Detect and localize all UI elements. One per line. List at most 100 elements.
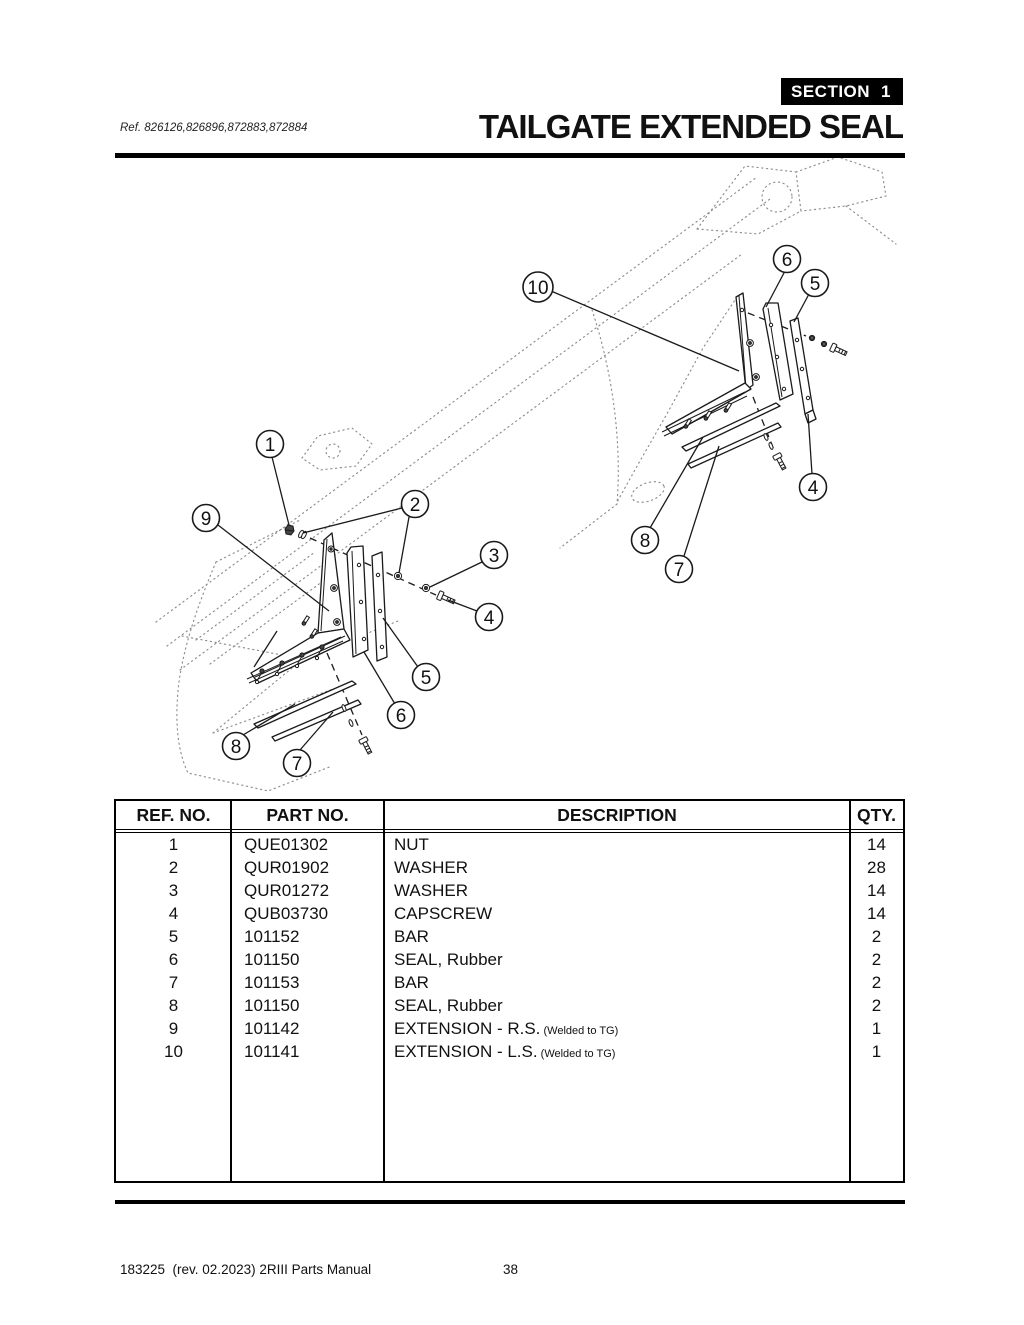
svg-text:6: 6 <box>396 706 407 727</box>
footer-page-number: 38 <box>503 1262 519 1277</box>
description-cell: NUT <box>394 835 429 854</box>
table-column-divider <box>383 801 385 1181</box>
column-header: DESCRIPTION <box>557 804 677 825</box>
callout-7-left: 7 <box>282 748 312 778</box>
bar-5-left <box>371 551 388 662</box>
footer-manual-info: 183225 (rev. 02.2023) 2RIII Parts Manual <box>120 1262 372 1277</box>
seal-strip-8-right <box>681 402 781 452</box>
description-note: (Welded to TG) <box>540 1025 619 1037</box>
bolt-glyph <box>683 418 693 429</box>
seal-bar-6-right <box>762 302 794 401</box>
bolt-glyph <box>254 668 265 685</box>
part-no-cell: 101150 <box>244 950 300 969</box>
qty-cell: 1 <box>871 1042 882 1061</box>
bolt-glyph <box>314 644 325 661</box>
table-column-divider <box>230 801 232 1181</box>
description-cell: BAR <box>394 973 429 992</box>
qty-cell: 2 <box>871 996 882 1015</box>
svg-text:5: 5 <box>810 274 821 295</box>
column-header: QTY. <box>857 804 896 825</box>
bar-strip-7-right <box>687 422 782 469</box>
callout-9: 9 <box>191 503 221 533</box>
header-rule <box>115 153 905 158</box>
seal-strip-8-left <box>253 680 357 729</box>
part-no-cell: QUE01302 <box>244 835 329 854</box>
table-row: 7 101153 BAR 2 <box>116 971 903 994</box>
bolt-glyph <box>703 410 713 421</box>
svg-text:8: 8 <box>231 737 242 758</box>
ref-no-cell: 8 <box>168 996 179 1015</box>
ref-no-cell: 6 <box>168 950 179 969</box>
ref-no-cell: 3 <box>168 881 179 900</box>
ref-no-cell: 10 <box>164 1042 183 1061</box>
qty-cell: 14 <box>867 881 886 900</box>
callout-8-left: 8 <box>221 731 251 761</box>
svg-text:6: 6 <box>782 250 793 271</box>
table-column-divider <box>849 801 851 1181</box>
callout-6-right: 6 <box>772 244 802 274</box>
description-cell: WASHER <box>394 881 468 900</box>
description-cell: WASHER <box>394 858 468 877</box>
ref-no-cell: 2 <box>168 858 179 877</box>
callout-5-left: 5 <box>411 662 441 692</box>
svg-text:5: 5 <box>421 668 432 689</box>
svg-text:8: 8 <box>640 531 651 552</box>
svg-text:4: 4 <box>808 478 819 499</box>
part-no-cell: 101141 <box>244 1042 300 1061</box>
qty-cell: 28 <box>867 858 886 877</box>
bolt-glyph <box>274 660 285 677</box>
callout-3: 3 <box>479 540 509 570</box>
part-no-cell: 101153 <box>244 973 300 992</box>
bar-strip-7-left <box>271 699 362 742</box>
reference-geometry <box>155 158 897 792</box>
capscrew-glyph <box>436 590 456 605</box>
part-no-cell: 101150 <box>244 996 300 1015</box>
svg-text:3: 3 <box>489 546 500 567</box>
ref-no-cell: 5 <box>168 927 179 946</box>
part-no-cell: QUR01902 <box>244 858 330 877</box>
svg-text:1: 1 <box>265 435 276 456</box>
bolt-glyph <box>294 652 305 669</box>
bolt-glyph <box>309 628 319 639</box>
washer-edge-glyph <box>301 530 307 540</box>
description-note: (Welded to TG) <box>537 1048 616 1060</box>
qty-cell: 2 <box>871 973 882 992</box>
washer-glyph <box>421 583 431 593</box>
part-no-cell: 101152 <box>244 927 300 946</box>
section-badge: SECTION 1 <box>781 78 903 105</box>
callout-4-right: 4 <box>798 472 828 502</box>
callout-6-left: 6 <box>386 700 416 730</box>
svg-text:7: 7 <box>674 560 685 581</box>
capscrew-glyph <box>772 452 787 471</box>
qty-cell: 2 <box>871 927 882 946</box>
description-cell: CAPSCREW <box>394 904 493 923</box>
ref-no-cell: 9 <box>168 1019 179 1038</box>
part-no-cell: QUR01272 <box>244 881 330 900</box>
table-row: 10 101141 EXTENSION - L.S. (Welded to TG) 1 <box>116 1040 903 1063</box>
svg-text:7: 7 <box>292 754 303 775</box>
part-no-cell: QUB03730 <box>244 904 329 923</box>
capscrew-glyph <box>358 736 373 755</box>
bolt-glyph <box>723 402 733 413</box>
ref-no-cell: 7 <box>168 973 179 992</box>
part-no-cell: 101142 <box>244 1019 300 1038</box>
callout-4-left: 4 <box>474 602 504 632</box>
reference-numbers: Ref. 826126,826896,872883,872884 <box>120 122 308 134</box>
svg-text:4: 4 <box>484 608 495 629</box>
hardware <box>254 334 848 755</box>
seal-bar-6-left <box>346 545 369 658</box>
description-cell: EXTENSION - L.S. (Welded to TG) <box>394 1042 616 1061</box>
qty-cell: 1 <box>871 1019 882 1038</box>
capscrew-glyph <box>829 342 848 357</box>
washer-glyph <box>393 571 403 581</box>
callout-2: 2 <box>400 489 430 519</box>
column-header: PART NO. <box>266 804 349 825</box>
ref-no-cell: 1 <box>168 835 179 854</box>
